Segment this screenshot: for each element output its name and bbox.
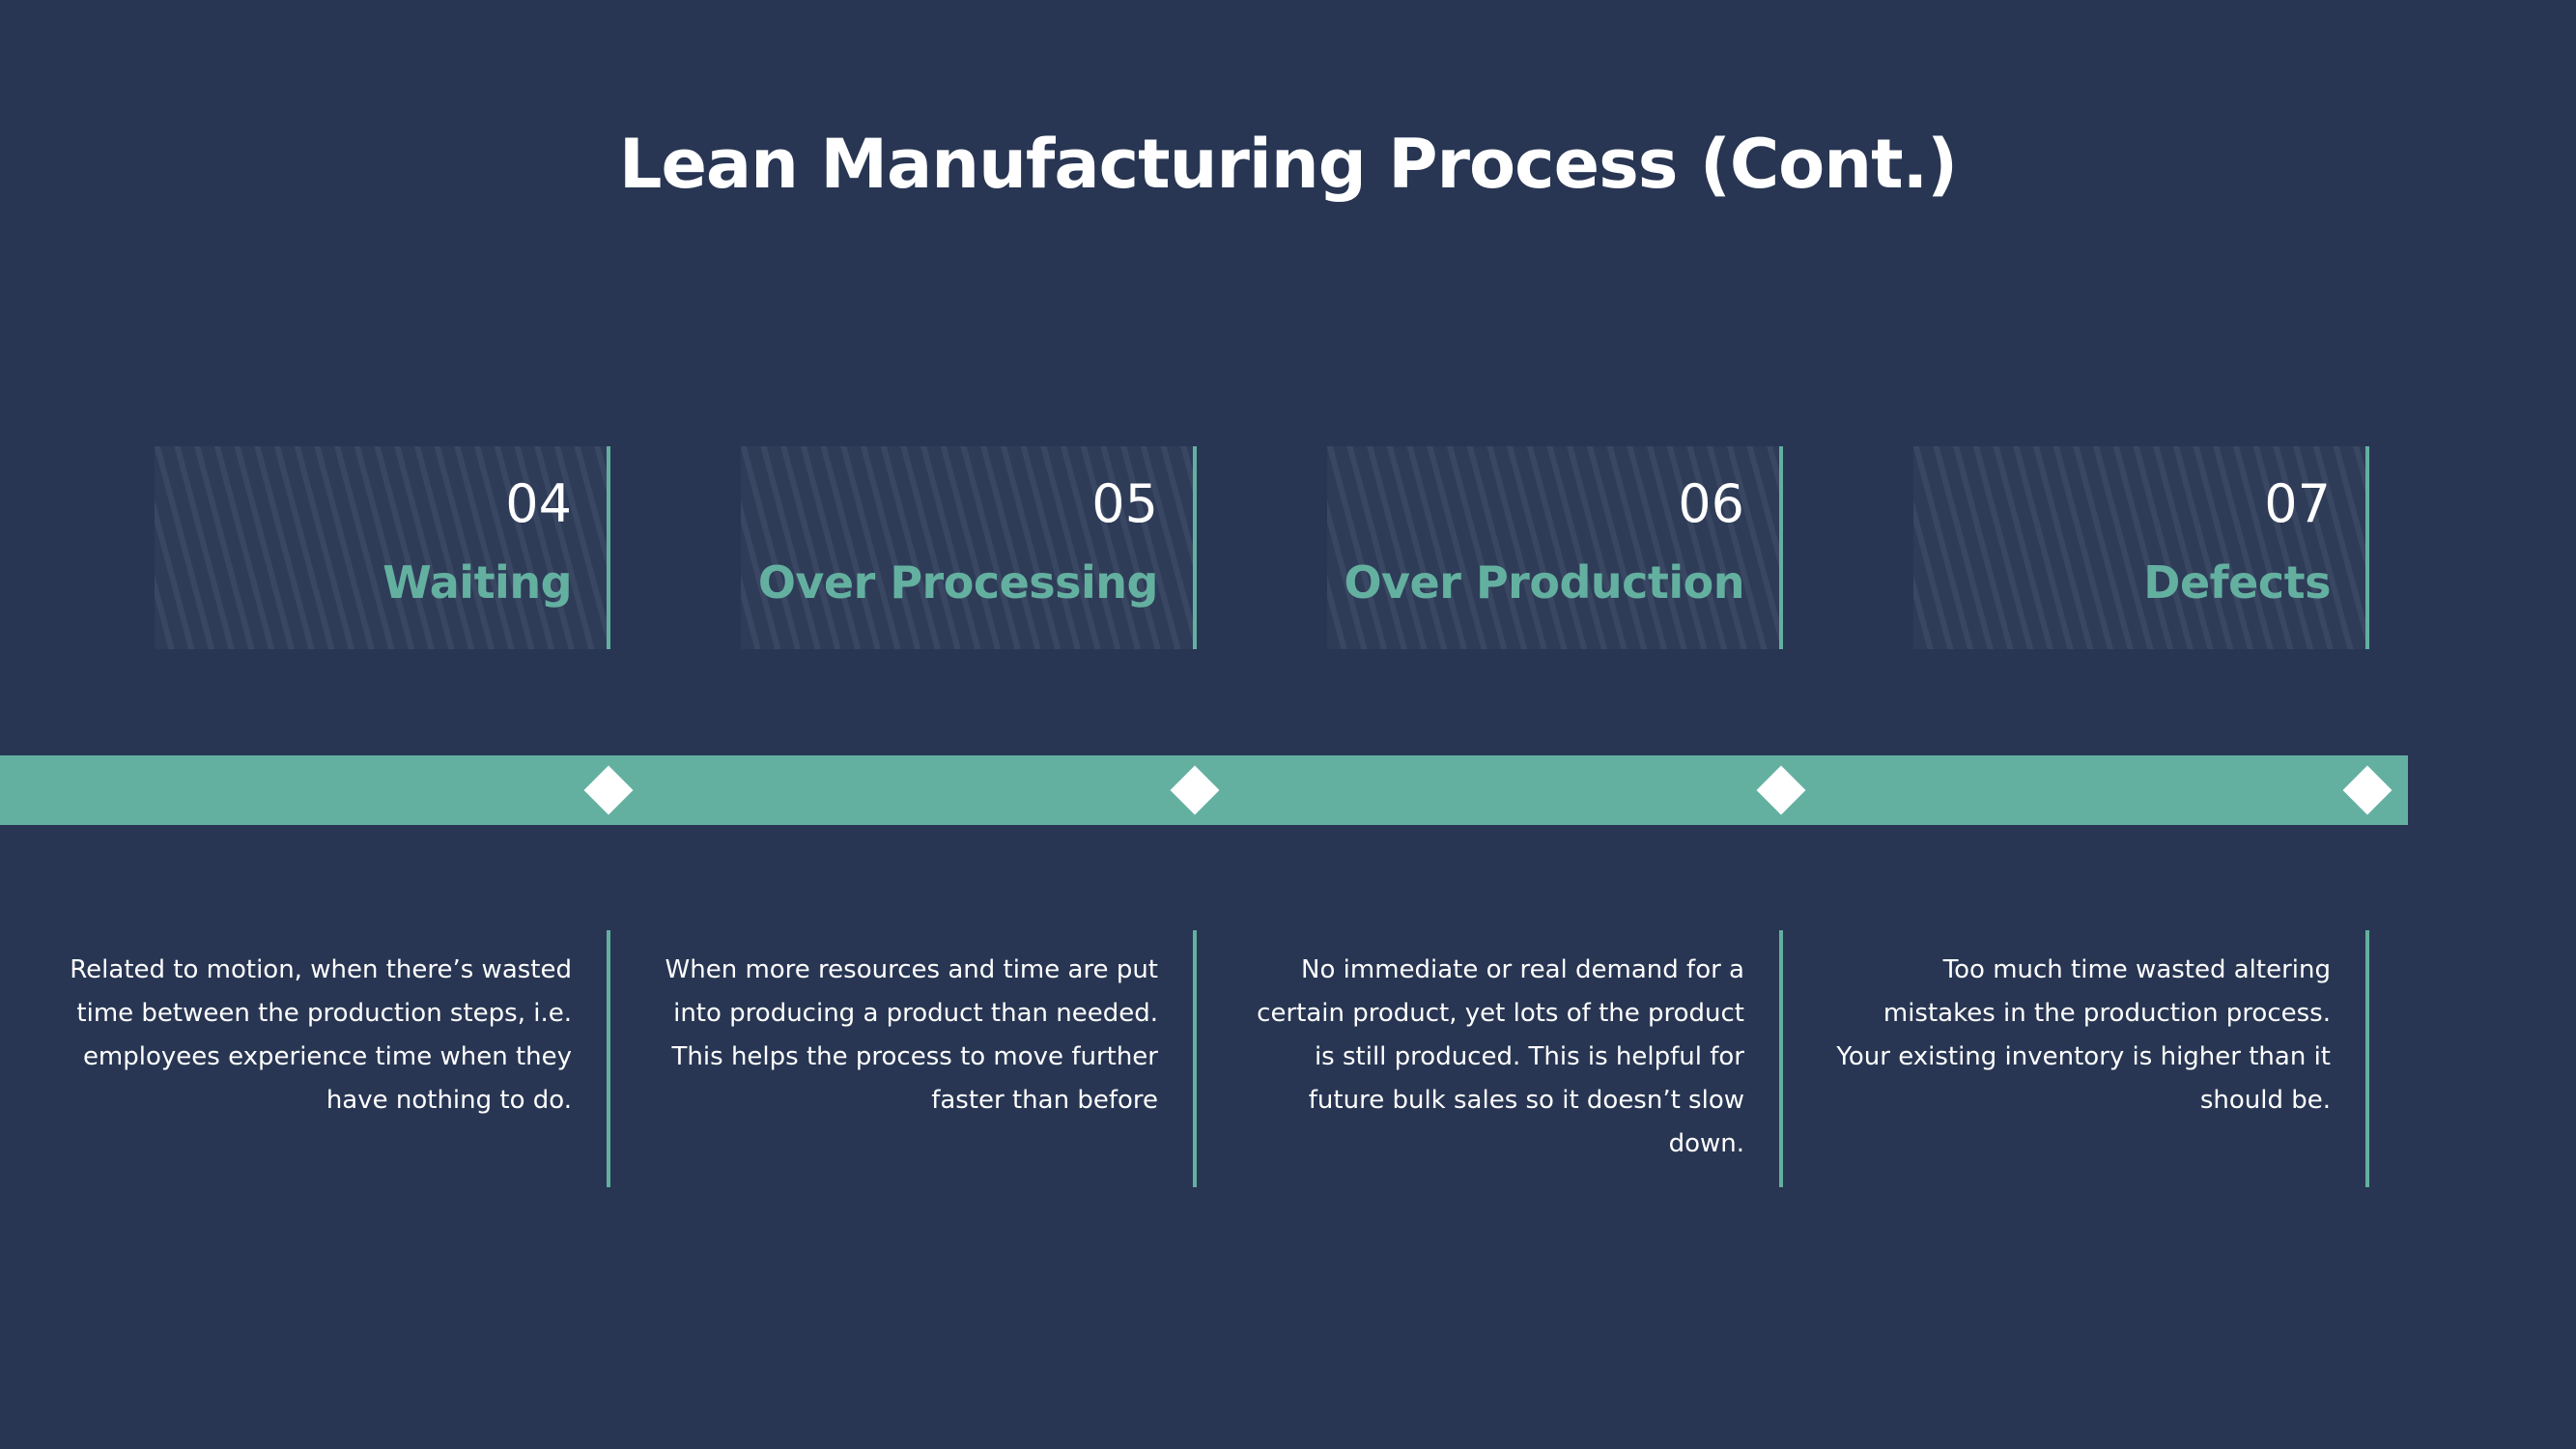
step-divider [607, 446, 610, 649]
step-description: When more resources and time are put int… [665, 955, 1158, 1115]
step-header-over-production: 06 Over Production [1327, 446, 1781, 649]
step-header-over-processing: 05 Over Processing [741, 446, 1195, 649]
step-divider [2365, 446, 2369, 649]
step-description: No immediate or real demand for a certai… [1257, 955, 1744, 1158]
description-divider [2365, 930, 2369, 1187]
step-header-waiting: 04 Waiting [155, 446, 609, 649]
description-divider [1193, 930, 1197, 1187]
step-name: Defects [2143, 556, 2331, 609]
description-divider [1779, 930, 1783, 1187]
step-number: 04 [505, 473, 572, 534]
step-divider [1779, 446, 1783, 649]
step-description: Related to motion, when there’s wasted t… [70, 955, 572, 1115]
page-title: Lean Manufacturing Process (Cont.) [618, 125, 1958, 204]
step-number: 05 [1091, 473, 1158, 534]
step-header-defects: 07 Defects [1913, 446, 2367, 649]
step-number: 06 [1678, 473, 1744, 534]
step-name: Over Processing [757, 556, 1159, 609]
step-number: 07 [2264, 473, 2331, 534]
step-name: Waiting [382, 556, 572, 609]
step-divider [1193, 446, 1197, 649]
step-name: Over Production [1344, 556, 1744, 609]
description-divider [607, 930, 610, 1187]
step-description: Too much time wasted altering mistakes i… [1836, 955, 2331, 1115]
